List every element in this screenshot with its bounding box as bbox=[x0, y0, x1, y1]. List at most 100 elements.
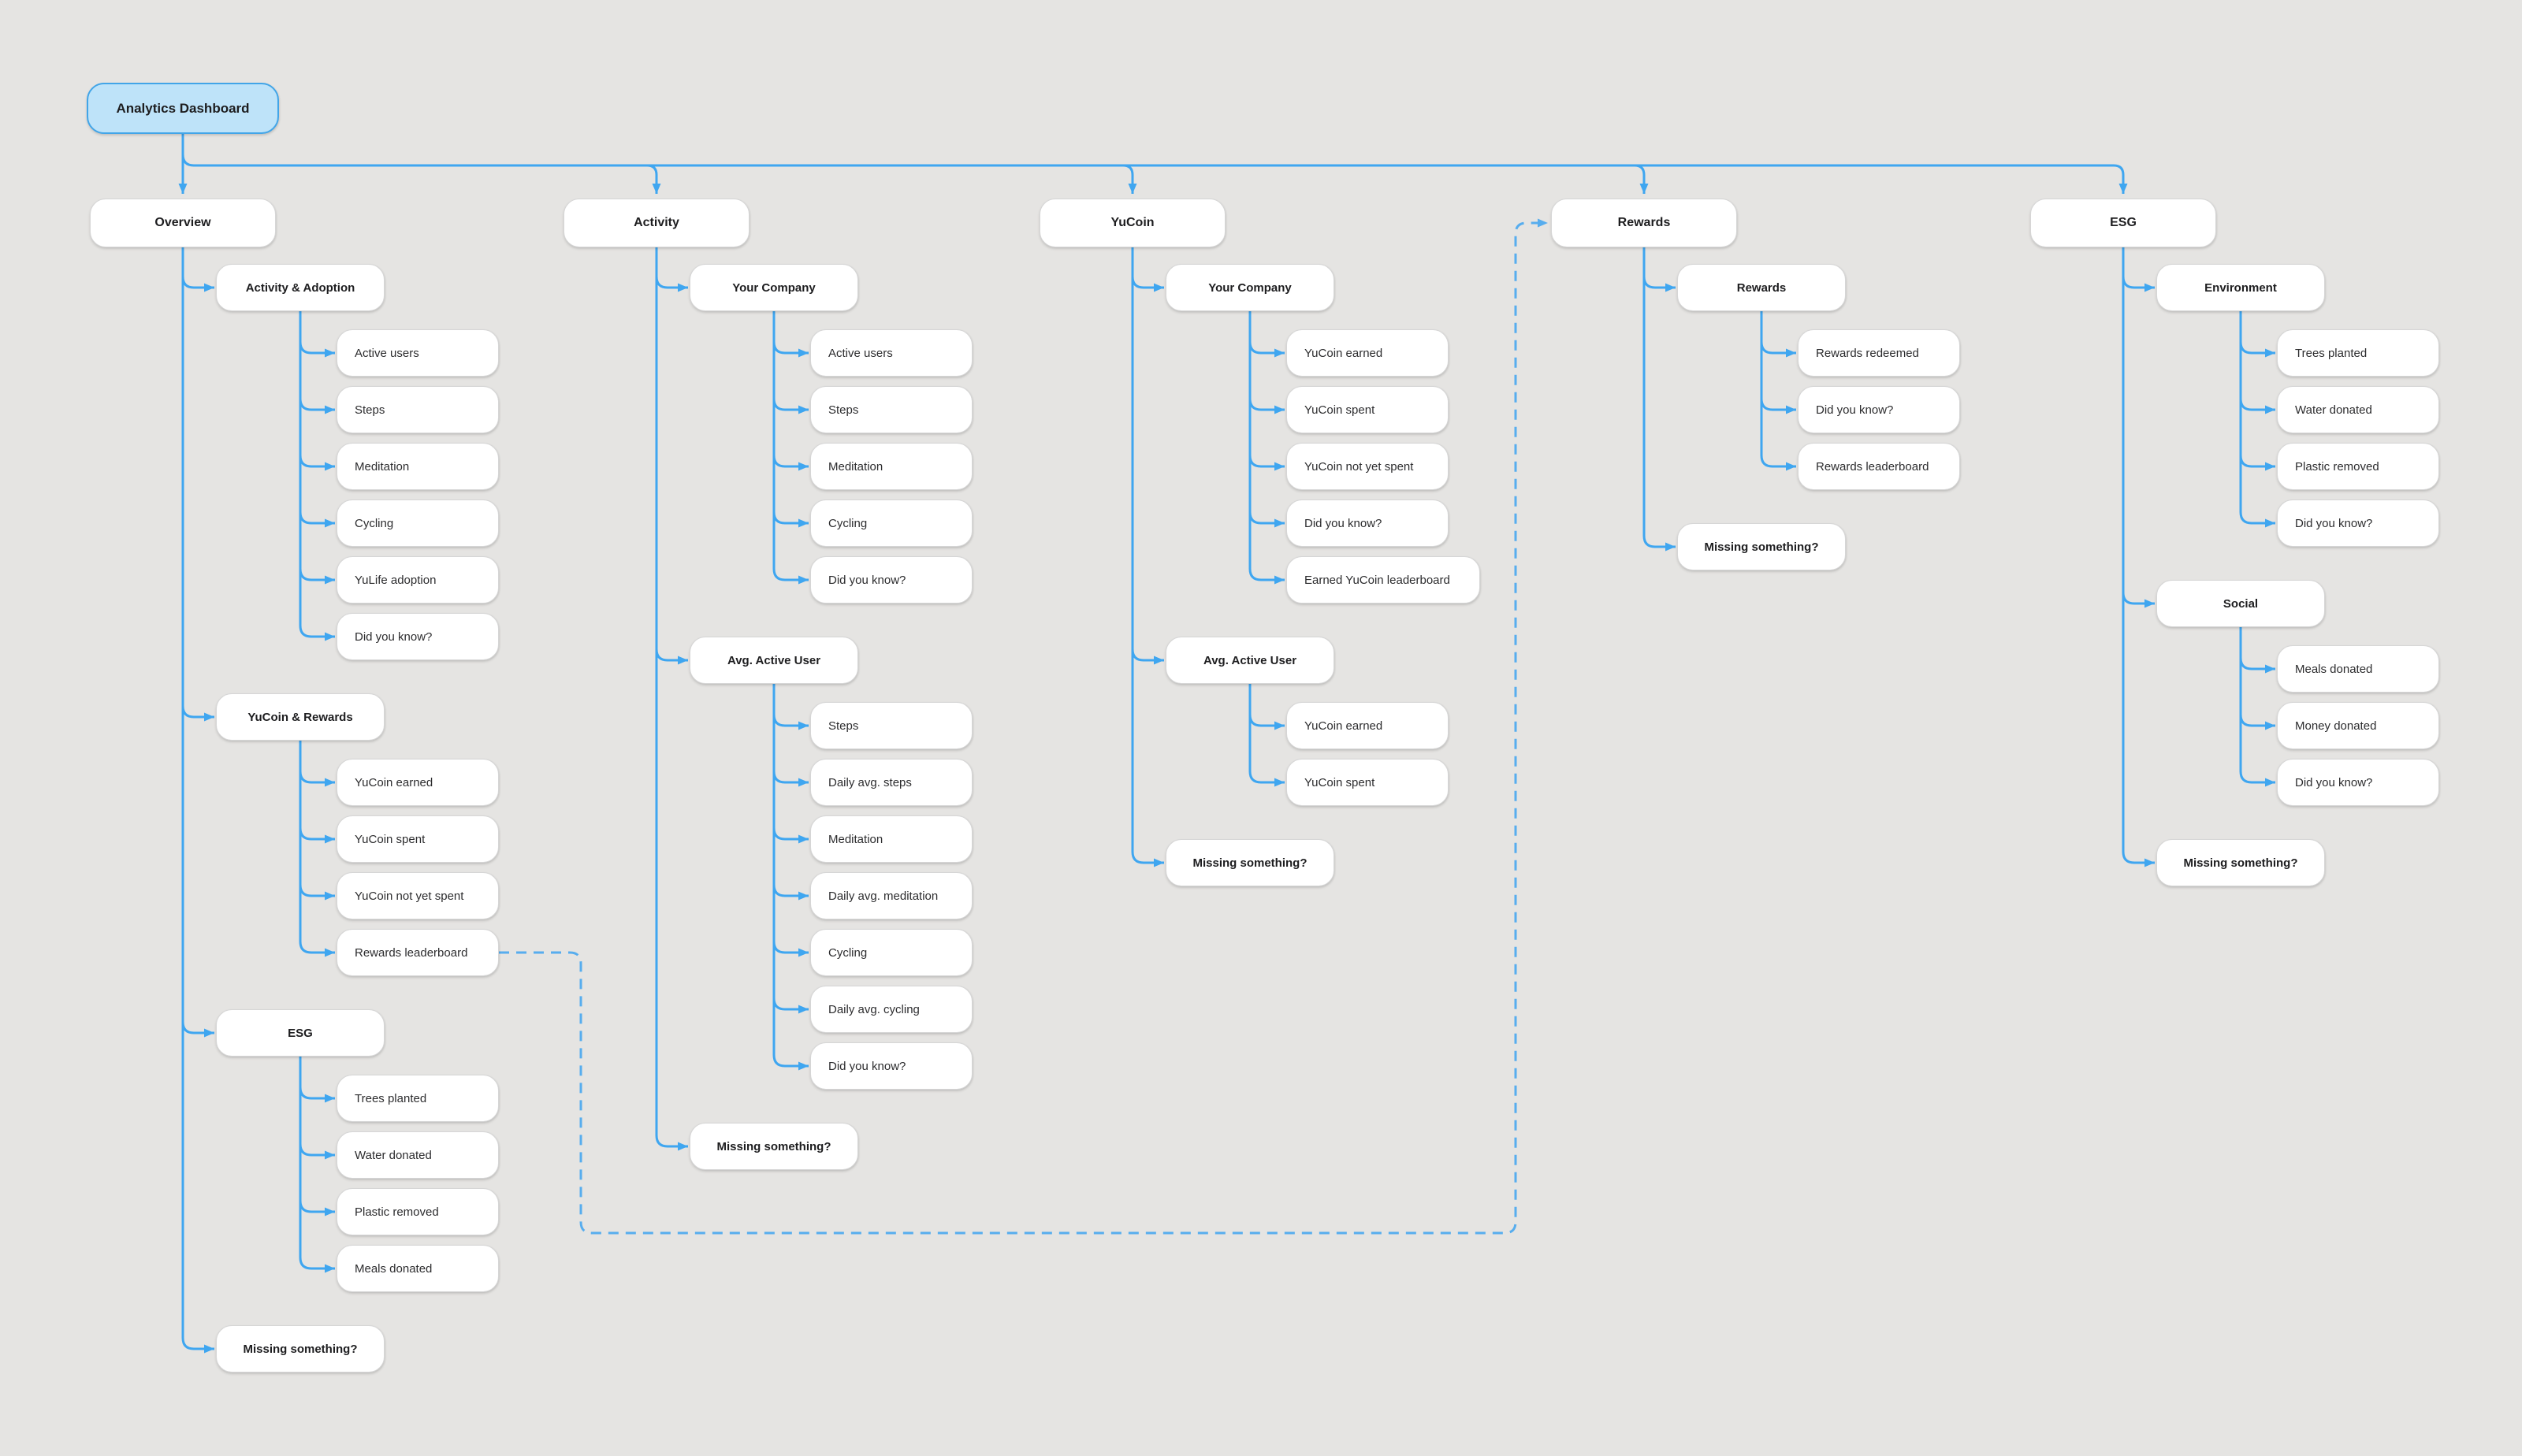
edge-avg-active-user-child bbox=[772, 771, 809, 787]
node-yucoin-avg-active-user[interactable]: Avg. Active User bbox=[1166, 637, 1334, 684]
leaf-plastic-removed[interactable]: Plastic removed bbox=[2277, 443, 2439, 490]
leaf-steps[interactable]: Steps bbox=[810, 702, 973, 749]
node-esg-social[interactable]: Social bbox=[2156, 580, 2325, 627]
edge-activity-adoption-child bbox=[299, 341, 335, 358]
edge-activity-adoption-child bbox=[299, 398, 335, 414]
edge-avg-active-user-child bbox=[1248, 714, 1285, 730]
leaf-yucoin-spent[interactable]: YuCoin spent bbox=[1286, 759, 1449, 806]
node-overview-activity-adoption[interactable]: Activity & Adoption bbox=[216, 264, 385, 311]
leaf-active-users[interactable]: Active users bbox=[337, 329, 499, 377]
node-activity[interactable]: Activity bbox=[564, 199, 750, 247]
node-overview-esg[interactable]: ESG bbox=[216, 1009, 385, 1057]
edge-drop-yucoin bbox=[1122, 164, 1137, 194]
edge-your-company-child bbox=[772, 398, 809, 414]
leaf-yucoin-spent[interactable]: YuCoin spent bbox=[337, 815, 499, 863]
edge-your-company-trunk bbox=[772, 311, 809, 585]
edge-social-child bbox=[2239, 657, 2275, 674]
node-yucoin[interactable]: YuCoin bbox=[1040, 199, 1226, 247]
leaf-did-you-know[interactable]: Did you know? bbox=[1798, 386, 1960, 433]
leaf-did-you-know[interactable]: Did you know? bbox=[337, 613, 499, 660]
leaf-water-donated[interactable]: Water donated bbox=[337, 1131, 499, 1179]
node-activity-your-company[interactable]: Your Company bbox=[690, 264, 858, 311]
edge-avg-active-user-child bbox=[772, 827, 809, 844]
edge-avg-active-user-child bbox=[772, 884, 809, 901]
edge-rewards-child bbox=[1760, 398, 1796, 414]
edge-activity-adoption-child bbox=[299, 568, 335, 585]
leaf-water-donated[interactable]: Water donated bbox=[2277, 386, 2439, 433]
edge-activity-trunk bbox=[655, 247, 688, 1151]
leaf-yucoin-earned[interactable]: YuCoin earned bbox=[337, 759, 499, 806]
edge-your-company-child bbox=[1248, 341, 1285, 358]
leaf-earned-yucoin-leaderboard[interactable]: Earned YuCoin leaderboard bbox=[1286, 556, 1480, 604]
leaf-daily-avg-steps[interactable]: Daily avg. steps bbox=[810, 759, 973, 806]
node-rewards-rewards[interactable]: Rewards bbox=[1677, 264, 1846, 311]
leaf-yucoin-not-yet-spent[interactable]: YuCoin not yet spent bbox=[1286, 443, 1449, 490]
edge-activity-section bbox=[655, 276, 688, 292]
leaf-meditation[interactable]: Meditation bbox=[337, 443, 499, 490]
leaf-yucoin-earned[interactable]: YuCoin earned bbox=[1286, 702, 1449, 749]
node-rewards[interactable]: Rewards bbox=[1551, 199, 1737, 247]
leaf-active-users[interactable]: Active users bbox=[810, 329, 973, 377]
leaf-yucoin-spent[interactable]: YuCoin spent bbox=[1286, 386, 1449, 433]
edge-activity-adoption-child bbox=[299, 455, 335, 471]
node-activity-avg-active-user[interactable]: Avg. Active User bbox=[690, 637, 858, 684]
leaf-plastic-removed[interactable]: Plastic removed bbox=[337, 1188, 499, 1235]
leaf-steps[interactable]: Steps bbox=[337, 386, 499, 433]
edge-drop-rewards bbox=[1634, 164, 1649, 194]
edge-activity-adoption-trunk bbox=[299, 311, 335, 641]
leaf-did-you-know[interactable]: Did you know? bbox=[810, 1042, 973, 1090]
leaf-meditation[interactable]: Meditation bbox=[810, 443, 973, 490]
node-analytics-dashboard[interactable]: Analytics Dashboard bbox=[87, 83, 279, 134]
node-rewards-missing-something[interactable]: Missing something? bbox=[1677, 523, 1846, 570]
edge-your-company-child bbox=[772, 341, 809, 358]
leaf-yulife-adoption[interactable]: YuLife adoption bbox=[337, 556, 499, 604]
edge-avg-active-user-child bbox=[772, 714, 809, 730]
edge-overview-trunk bbox=[181, 247, 214, 1354]
edge-esg-child bbox=[299, 1086, 335, 1103]
edge-your-company-child bbox=[1248, 455, 1285, 471]
leaf-daily-avg-cycling[interactable]: Daily avg. cycling bbox=[810, 986, 973, 1033]
node-yucoin-your-company[interactable]: Your Company bbox=[1166, 264, 1334, 311]
node-esg-missing-something[interactable]: Missing something? bbox=[2156, 839, 2325, 886]
leaf-did-you-know[interactable]: Did you know? bbox=[2277, 500, 2439, 547]
node-esg-environment[interactable]: Environment bbox=[2156, 264, 2325, 311]
leaf-yucoin-earned[interactable]: YuCoin earned bbox=[1286, 329, 1449, 377]
leaf-cycling[interactable]: Cycling bbox=[810, 500, 973, 547]
node-esg[interactable]: ESG bbox=[2030, 199, 2216, 247]
node-overview-yucoin-rewards[interactable]: YuCoin & Rewards bbox=[216, 693, 385, 741]
edge-avg-active-user-child bbox=[772, 997, 809, 1014]
edge-your-company-child bbox=[772, 511, 809, 528]
leaf-cycling[interactable]: Cycling bbox=[810, 929, 973, 976]
leaf-trees-planted[interactable]: Trees planted bbox=[337, 1075, 499, 1122]
node-overview[interactable]: Overview bbox=[90, 199, 276, 247]
leaf-cycling[interactable]: Cycling bbox=[337, 500, 499, 547]
leaf-rewards-leaderboard[interactable]: Rewards leaderboard bbox=[1798, 443, 1960, 490]
edge-top-rail bbox=[181, 154, 2128, 194]
leaf-money-donated[interactable]: Money donated bbox=[2277, 702, 2439, 749]
leaf-did-you-know[interactable]: Did you know? bbox=[2277, 759, 2439, 806]
edge-rewards-trunk bbox=[1760, 311, 1796, 471]
node-yucoin-missing-something[interactable]: Missing something? bbox=[1166, 839, 1334, 886]
leaf-meals-donated[interactable]: Meals donated bbox=[2277, 645, 2439, 693]
edge-yucoin-rewards-child bbox=[299, 884, 335, 901]
edge-esg-trunk bbox=[2122, 247, 2155, 867]
leaf-did-you-know[interactable]: Did you know? bbox=[1286, 500, 1449, 547]
edge-social-trunk bbox=[2239, 627, 2275, 787]
edge-avg-active-user-trunk bbox=[772, 684, 809, 1071]
leaf-meals-donated[interactable]: Meals donated bbox=[337, 1245, 499, 1292]
leaf-trees-planted[interactable]: Trees planted bbox=[2277, 329, 2439, 377]
node-overview-missing-something[interactable]: Missing something? bbox=[216, 1325, 385, 1372]
leaf-daily-avg-meditation[interactable]: Daily avg. meditation bbox=[810, 872, 973, 919]
leaf-meditation[interactable]: Meditation bbox=[810, 815, 973, 863]
edge-avg-active-user-trunk bbox=[1248, 684, 1285, 787]
leaf-steps[interactable]: Steps bbox=[810, 386, 973, 433]
leaf-did-you-know[interactable]: Did you know? bbox=[810, 556, 973, 604]
edge-environment-child bbox=[2239, 341, 2275, 358]
connector-dashed-rewards-link bbox=[499, 218, 1548, 1235]
node-activity-missing-something[interactable]: Missing something? bbox=[690, 1123, 858, 1170]
leaf-rewards-leaderboard[interactable]: Rewards leaderboard bbox=[337, 929, 499, 976]
leaf-rewards-redeemed[interactable]: Rewards redeemed bbox=[1798, 329, 1960, 377]
leaf-yucoin-not-yet-spent[interactable]: YuCoin not yet spent bbox=[337, 872, 499, 919]
edge-rewards-section bbox=[1642, 276, 1676, 292]
